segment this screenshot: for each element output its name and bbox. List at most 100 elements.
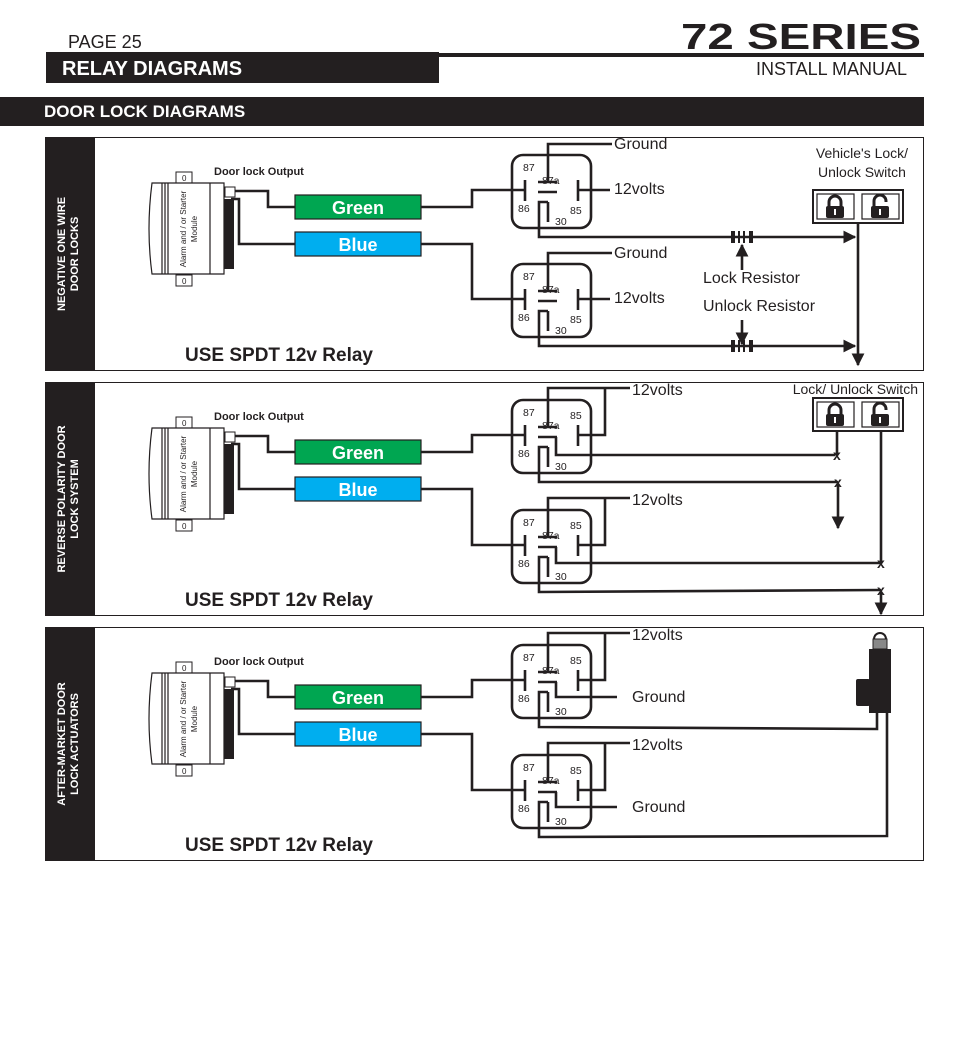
blue-wire <box>231 442 296 491</box>
module-connector-block <box>224 689 234 759</box>
relay2-87a-wire <box>554 547 881 565</box>
blue-to-relay-86 <box>421 732 525 792</box>
unlock-icon-keyhole <box>879 209 881 215</box>
relay-body <box>510 753 593 830</box>
ground-wire <box>546 251 612 291</box>
pin-30-label: 30 <box>555 571 567 583</box>
pin-86-label: 86 <box>518 312 530 324</box>
pin-86-label: 86 <box>518 203 530 215</box>
switch-label-line: Vehicle's Lock/ <box>816 145 908 161</box>
pin-86-label: 86 <box>518 448 530 460</box>
subsection-bar <box>0 97 924 126</box>
green-wire <box>235 434 296 454</box>
green-wire-tag <box>294 439 422 465</box>
pin-87a-label: 87a <box>542 665 560 677</box>
relay-note: USE SPDT 12v Relay <box>185 345 373 366</box>
relay-body <box>510 508 593 585</box>
relay-note: USE SPDT 12v Relay <box>185 590 373 611</box>
x-marker: x <box>833 447 841 463</box>
pin-30-label: 30 <box>555 816 567 828</box>
blue-wire-label: Blue <box>338 480 377 500</box>
mount-tab-label: 0 <box>182 174 187 183</box>
pin-86-label: 86 <box>518 558 530 570</box>
pin-30-label: 30 <box>555 706 567 718</box>
power-label: 12volts <box>632 382 683 399</box>
module-plug <box>224 431 236 443</box>
pin-87a-label: 87a <box>542 175 560 187</box>
door-lock-output-label: Door lock Output <box>214 411 304 423</box>
module-label-line: Module <box>190 460 199 487</box>
mount-tab-bottom <box>175 764 193 777</box>
power-label: 12volts <box>614 290 665 307</box>
mount-tab-label: 0 <box>182 419 187 428</box>
resistor-icon <box>731 231 753 243</box>
relay1-30-wire <box>537 445 838 484</box>
module-plug <box>224 676 236 688</box>
green-wire-tag <box>294 194 422 220</box>
power-wire <box>546 741 630 782</box>
relay1-87a-wire <box>554 437 835 457</box>
resistor-band <box>749 231 753 243</box>
x-marker: x <box>877 582 885 598</box>
resistor-icon <box>731 340 753 352</box>
relay-body <box>510 643 593 720</box>
pin-87a-label: 87a <box>542 530 560 542</box>
module-label-line: Module <box>190 705 199 732</box>
blue-wire <box>231 197 296 246</box>
power-wire <box>546 496 630 537</box>
unlock-icon-shackle <box>872 193 888 206</box>
power-wire <box>546 631 630 672</box>
actuator-tab <box>856 679 870 706</box>
blue-wire-tag <box>294 231 422 257</box>
panel-side-strip <box>45 382 95 616</box>
pin-30-label: 30 <box>555 325 567 337</box>
unlock-output-wire <box>537 309 857 353</box>
blue-wire-tag <box>294 476 422 502</box>
mount-tab-label: 0 <box>182 767 187 776</box>
lock-icon <box>826 402 844 426</box>
pin-85-label: 85 <box>570 520 582 532</box>
power-wire <box>546 386 630 427</box>
relay-body <box>510 153 593 230</box>
resistor-band <box>731 231 735 243</box>
pin-87-label: 87 <box>523 762 535 774</box>
lock-icon-shackle <box>827 194 843 206</box>
ground-label: Ground <box>614 245 667 262</box>
power-label: 12volts <box>614 181 665 198</box>
lock-unlock-switch <box>812 397 904 432</box>
mount-tab-label: 0 <box>182 522 187 531</box>
relay-body <box>510 262 593 339</box>
switch-label: Lock/ Unlock Switch <box>793 381 918 397</box>
power-label: 12volts <box>632 627 683 644</box>
module-plug <box>224 186 236 198</box>
lock-icon-keyhole <box>834 417 836 423</box>
green-to-relay-86 <box>421 678 525 699</box>
power-label: 12volts <box>632 492 683 509</box>
door-lock-actuator-icon <box>856 632 891 713</box>
ground-wire <box>554 792 617 809</box>
pin-85-label: 85 <box>570 410 582 422</box>
door-lock-output-label: Door lock Output <box>214 656 304 668</box>
pin-85-label: 85 <box>570 655 582 667</box>
side-label-line: LOCK ACTUATORS <box>69 693 81 795</box>
ground-label: Ground <box>632 799 685 816</box>
mount-tab-label: 0 <box>182 664 187 673</box>
page-number: PAGE 25 <box>68 32 142 52</box>
resistor-band <box>731 340 735 352</box>
module-connector-block <box>224 444 234 514</box>
power-wire-85 <box>578 498 607 547</box>
power-wire-85 <box>578 633 607 682</box>
mount-tab-bottom <box>175 274 193 287</box>
green-wire-label: Green <box>332 198 384 218</box>
ground-wire <box>546 142 612 182</box>
green-wire <box>235 189 296 209</box>
side-label-line: REVERSE POLARITY DOOR <box>56 425 68 572</box>
mount-tab-bottom <box>175 519 193 532</box>
pin-85-label: 85 <box>570 765 582 777</box>
side-label-line: DOOR LOCKS <box>69 217 81 292</box>
